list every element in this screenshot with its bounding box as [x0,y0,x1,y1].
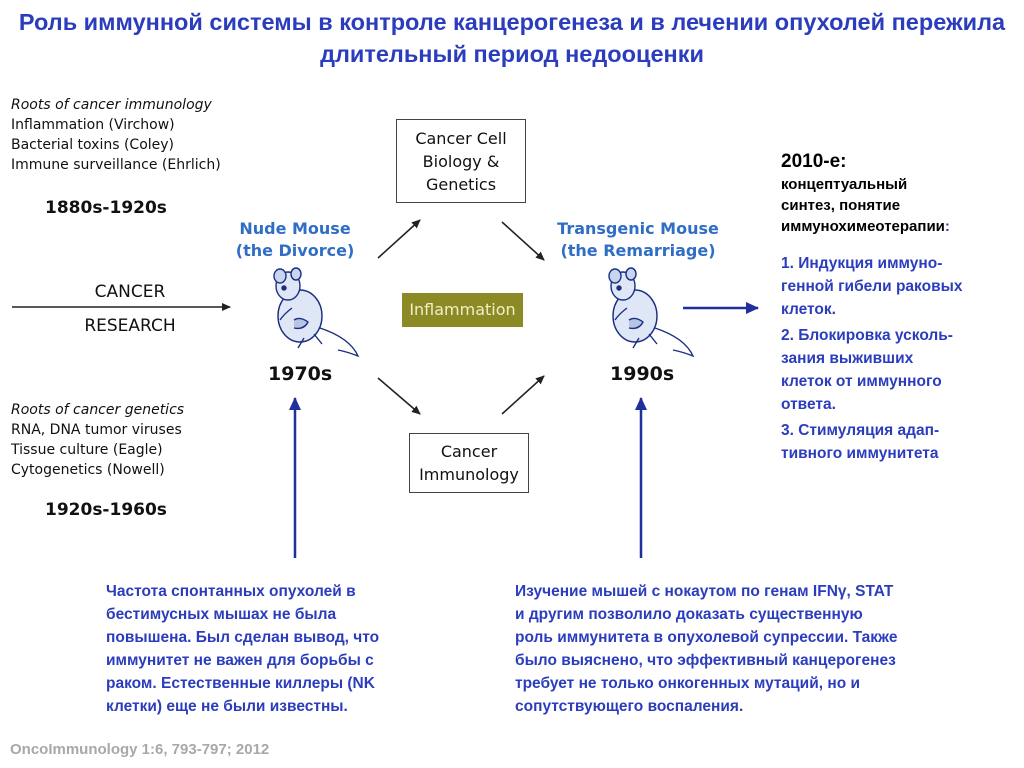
synthesis-line: синтез, понятие [781,197,901,214]
strategy-line: генной гибели раковых [781,278,963,295]
cancer-label: CANCER [94,282,166,302]
note-left-line: Частота спонтанных опухолей в [106,583,356,600]
synthesis-line-last: иммунохимеотерапии: [781,216,1021,237]
roots-immunology-item: Immune surveillance (Ehrlich) [11,157,221,173]
box-bottom-line2: Immunology [419,465,519,484]
roots-immunology-heading: Roots of cancer immunology [11,97,212,113]
note-right: Изучение мышей с нокаутом по генам IFNγ,… [515,580,1020,718]
arrow-nude-to-biology [377,219,421,259]
transgenic-mouse-line1: Transgenic Mouse [557,219,719,238]
strategy-item-2: 2. Блокировка усколь- зания выживших кле… [781,324,1021,416]
transgenic-mouse-label: Transgenic Mouse (the Remarriage) [553,218,723,262]
inflammation-label: Inflammation [402,293,523,327]
citation-footer: OncoImmunology 1:6, 793-797; 2012 [10,741,270,758]
transgenic-mouse-line2: (the Remarriage) [560,241,716,260]
note-right-line: было выяснено, что эффективный канцероге… [515,652,896,669]
cancer-immunology-box: Cancer Immunology [409,433,529,493]
strategy-line: клеток. [781,301,836,318]
note-left-line: бестимусных мышах не была [106,606,337,623]
strategy-line: тивного иммунитета [781,445,939,462]
roots-genetics-item: RNA, DNA tumor viruses [11,422,182,438]
note-right-line: требует не только онкогенных мутаций, но… [515,675,860,692]
arrow-immunology-to-transgenic [501,375,545,415]
roots-immunology-item: Inflammation (Virchow) [11,117,175,133]
box-top-line2: Biology & [422,151,500,171]
strategy-line: 3. Стимуляция адап- [781,422,940,439]
roots-genetics-item: Tissue culture (Eagle) [11,442,163,458]
strategy-line: 2. Блокировка усколь- [781,327,953,344]
nude-mouse-line1: Nude Mouse [239,219,351,238]
synthesis-colon: : [944,218,950,235]
decade-heading: 2010-е: [781,151,847,172]
mouse-icon [273,267,360,358]
note-left: Частота спонтанных опухолей в бестимусны… [106,580,486,718]
arrow-nude-to-immunology [377,377,421,415]
box-bottom-line1: Cancer [440,442,498,461]
roots-genetics-heading: Roots of cancer genetics [11,402,185,418]
arrow-biology-to-transgenic [501,221,545,261]
note-left-line: клетки) еще не были известны. [106,698,348,715]
year-1970s: 1970s [268,363,333,385]
year-1990s: 1990s [610,363,675,385]
right-column: 2010-е: концептуальный синтез, понятие и… [781,150,1021,465]
roots-genetics-block: Roots of cancer genetics RNA, DNA tumor … [11,400,184,480]
nude-mouse-label: Nude Mouse (the Divorce) [225,218,365,262]
roots-immunology-item: Bacterial toxins (Coley) [11,137,175,153]
note-left-line: иммунитет не важен для борьбы с [106,652,374,669]
note-right-line: и другим позволило доказать существенную [515,606,863,623]
note-right-line: роль иммунитета в опухолевой супрессии. … [515,629,898,646]
box-top-line1: Cancer Cell [415,128,507,148]
strategy-item-3: 3. Стимуляция адап- тивного иммунитета [781,419,1021,465]
era-1920-1960: 1920s-1960s [45,500,167,520]
roots-genetics-item: Cytogenetics (Nowell) [11,462,165,478]
synthesis-term: иммунохимеотерапии [781,218,945,235]
note-left-line: раком. Естественные киллеры (NK [106,675,375,692]
note-right-line: сопутствующего воспаления. [515,698,744,715]
strategy-line: 1. Индукция иммуно- [781,255,943,272]
roots-immunology-block: Roots of cancer immunology Inflammation … [11,95,221,175]
slide-title: Роль иммунной системы в контроле канцеро… [18,9,1006,67]
research-label: RESEARCH [84,316,176,336]
strategy-line: ответа. [781,396,836,413]
box-top-line3: Genetics [425,174,497,194]
cancer-cell-biology-box: Cancer Cell Biology & Genetics [396,119,526,203]
synthesis-line: концептуальный [781,176,908,193]
era-1880-1920: 1880s-1920s [45,198,167,218]
strategy-item-1: 1. Индукция иммуно- генной гибели раковы… [781,252,1021,321]
mouse-icon [608,267,695,358]
note-left-line: повышена. Был сделан вывод, что [106,629,380,646]
strategy-line: зания выживших [781,350,914,367]
nude-mouse-line2: (the Divorce) [235,241,355,260]
strategy-line: клеток от иммунного [781,373,942,390]
note-right-line: Изучение мышей с нокаутом по генам IFNγ,… [515,583,894,600]
